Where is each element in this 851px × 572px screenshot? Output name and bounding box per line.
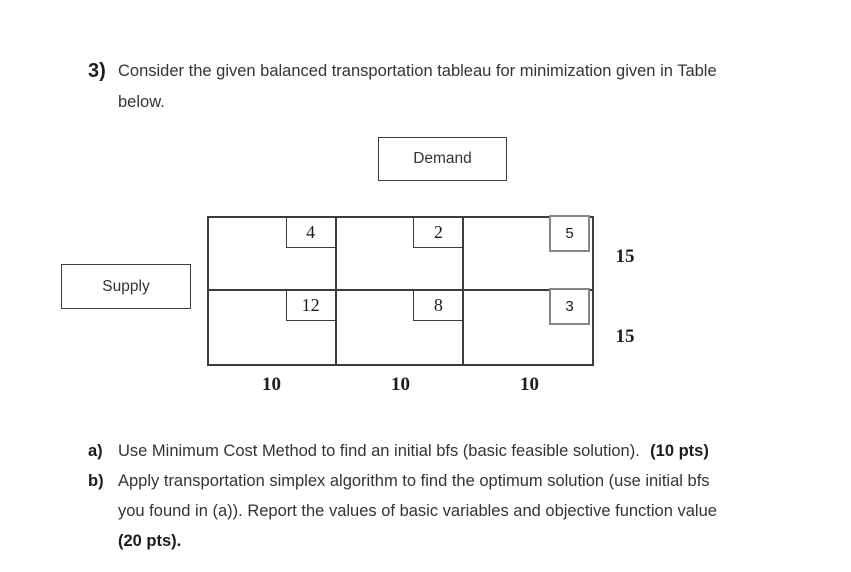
supply-value-row-1: 15 <box>615 246 635 267</box>
task-a-body: Use Minimum Cost Method to find an initi… <box>118 436 828 466</box>
tableau-cell-r2c1: 12 <box>209 291 337 364</box>
task-list: a) Use Minimum Cost Method to find an in… <box>88 436 828 556</box>
tableau-cell-r1c3: 5 <box>464 215 592 291</box>
cost-box-r1c3: 5 <box>548 215 590 252</box>
task-b-label: b) <box>88 472 104 490</box>
cost-value: 12 <box>301 295 320 315</box>
cost-value: 3 <box>565 298 574 315</box>
task-b-body: Apply transportation simplex algorithm t… <box>118 466 828 556</box>
task-a-text: Use Minimum Cost Method to find an initi… <box>118 442 640 460</box>
tableau-cell-r1c1: 4 <box>209 218 337 291</box>
task-b-points: (20 pts). <box>118 532 182 550</box>
cost-box-r2c2: 8 <box>413 291 463 321</box>
task-b: b) Apply transportation simplex algorith… <box>88 466 828 556</box>
cost-value: 5 <box>565 225 574 242</box>
cost-box-r2c3: 3 <box>548 288 590 325</box>
demand-value-col-1: 10 <box>262 374 281 395</box>
supply-value-row-2: 15 <box>615 326 635 347</box>
cost-box-r2c1: 12 <box>285 291 335 321</box>
transportation-tableau: 4 2 5 12 8 3 <box>207 215 594 366</box>
question-line-2: below. <box>118 93 165 111</box>
question-text: Consider the given balanced transportati… <box>118 56 717 118</box>
supply-label: Supply <box>102 277 150 295</box>
cost-box-r1c2: 2 <box>413 218 463 248</box>
task-b-line-1: Apply transportation simplex algorithm t… <box>118 472 710 490</box>
tableau-cell-r2c3: 3 <box>464 288 592 364</box>
demand-value-col-3: 10 <box>520 374 539 395</box>
cost-box-r1c1: 4 <box>285 218 335 248</box>
task-a-points: (10 pts) <box>650 442 709 460</box>
task-b-line-2: you found in (a)). Report the values of … <box>118 502 717 520</box>
tableau-cell-r2c2: 8 <box>337 291 465 364</box>
demand-value-col-2: 10 <box>391 374 410 395</box>
question-line-1: Consider the given balanced transportati… <box>118 62 717 80</box>
tableau-cell-r1c2: 2 <box>336 218 465 291</box>
cost-value: 2 <box>433 222 443 242</box>
task-a-label: a) <box>88 442 103 460</box>
cost-value: 8 <box>433 295 443 315</box>
demand-label-box: Demand <box>378 137 507 181</box>
question-number: 3) <box>88 60 106 82</box>
question-heading: 3) Consider the given balanced transport… <box>88 56 808 118</box>
demand-values-row: 10 10 10 <box>207 374 594 396</box>
task-a: a) Use Minimum Cost Method to find an in… <box>88 436 828 466</box>
supply-label-box: Supply <box>61 264 191 309</box>
demand-label: Demand <box>413 150 472 167</box>
cost-value: 4 <box>306 222 316 242</box>
